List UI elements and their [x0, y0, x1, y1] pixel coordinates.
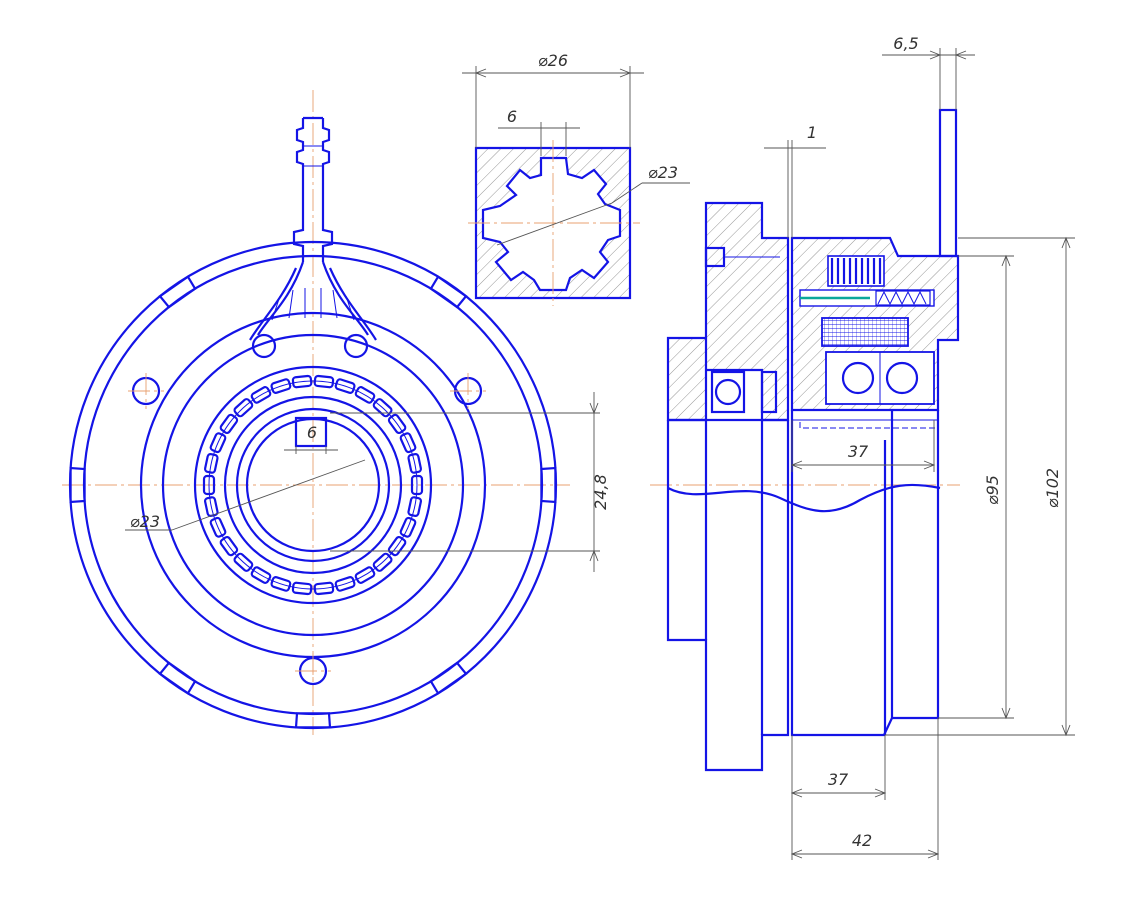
- roller: [399, 432, 417, 454]
- front-dimensions: 24,8 6 ⌀23: [125, 392, 610, 572]
- flange-lower-body: [666, 418, 790, 772]
- dim-spline-inner-label: ⌀23: [648, 163, 678, 182]
- flange-notch: [429, 661, 468, 695]
- release-lever-plate: [938, 108, 958, 258]
- roller: [291, 581, 313, 596]
- dim-spline-outer-label: ⌀26: [538, 51, 568, 70]
- roller: [233, 552, 254, 572]
- roller: [291, 374, 313, 389]
- roller: [202, 474, 216, 496]
- dim-overall-length-label: 42: [852, 831, 872, 850]
- roller: [219, 413, 239, 435]
- dim-hub-length-upper-label: 37: [848, 442, 869, 461]
- roller: [407, 453, 423, 474]
- roller: [203, 453, 219, 474]
- dim-body-dia-label: ⌀95: [983, 475, 1002, 505]
- mounting-hole-bottom: [295, 653, 331, 689]
- roller: [399, 516, 417, 538]
- dim-flange-dia-label: ⌀102: [1043, 468, 1062, 508]
- front-view: 24,8 6 ⌀23: [62, 90, 610, 735]
- roller: [233, 398, 254, 418]
- dim-spline-tooth-label: 6: [507, 107, 517, 126]
- key-slot: [294, 416, 328, 448]
- roller: [354, 386, 376, 404]
- mounting-hole-right: [450, 373, 486, 409]
- side-dimensions: 6,5 1 37 37 42: [764, 34, 1075, 860]
- roller-pitch-circle: [208, 380, 418, 590]
- roller: [334, 378, 356, 394]
- roller: [250, 386, 272, 404]
- release-lever: [249, 116, 377, 359]
- roller: [334, 576, 356, 592]
- dim-front-key-width-label: 6: [307, 423, 317, 442]
- flange-notch: [69, 466, 86, 504]
- gear-teeth: [830, 258, 882, 284]
- roller: [219, 535, 239, 557]
- roller-race-outer-circle: [193, 365, 433, 605]
- roller: [270, 576, 292, 592]
- flange-notch: [429, 275, 468, 309]
- flange-notch: [158, 275, 197, 309]
- dim-lever-thickness-label: 6,5: [893, 34, 918, 53]
- roller: [372, 398, 393, 418]
- roller: [372, 552, 393, 572]
- roller: [209, 516, 227, 538]
- flange-part: [666, 201, 790, 422]
- dim-hub-length-lower-label: 37: [828, 770, 849, 789]
- mounting-hole-left: [128, 373, 164, 409]
- roller: [410, 474, 424, 496]
- housing-inner-circle: [161, 333, 465, 637]
- roller: [354, 566, 376, 584]
- roller-bearing-ring: [202, 374, 424, 596]
- roller: [387, 413, 407, 435]
- dim-front-bore-label: ⌀23: [130, 512, 160, 531]
- roller: [313, 374, 335, 389]
- bore-outer-circle: [223, 395, 403, 575]
- roller: [407, 496, 423, 517]
- flange-notch: [158, 661, 197, 695]
- bore-circle: [235, 407, 391, 563]
- flange-notches: [69, 275, 557, 729]
- roller: [209, 432, 227, 454]
- clutch-housing: [790, 236, 960, 412]
- spline-section: ⌀26 6 ⌀23: [462, 51, 690, 306]
- dim-key-height-label: 24,8: [591, 474, 610, 510]
- hub-body: [667, 410, 941, 737]
- flange-notch: [294, 712, 332, 729]
- flange-notch: [540, 466, 557, 504]
- roller: [387, 535, 407, 557]
- dim-gap-label: 1: [807, 123, 817, 142]
- roller: [270, 378, 292, 394]
- roller: [313, 581, 335, 596]
- side-section: 6,5 1 37 37 42: [650, 34, 1075, 860]
- roller: [250, 566, 272, 584]
